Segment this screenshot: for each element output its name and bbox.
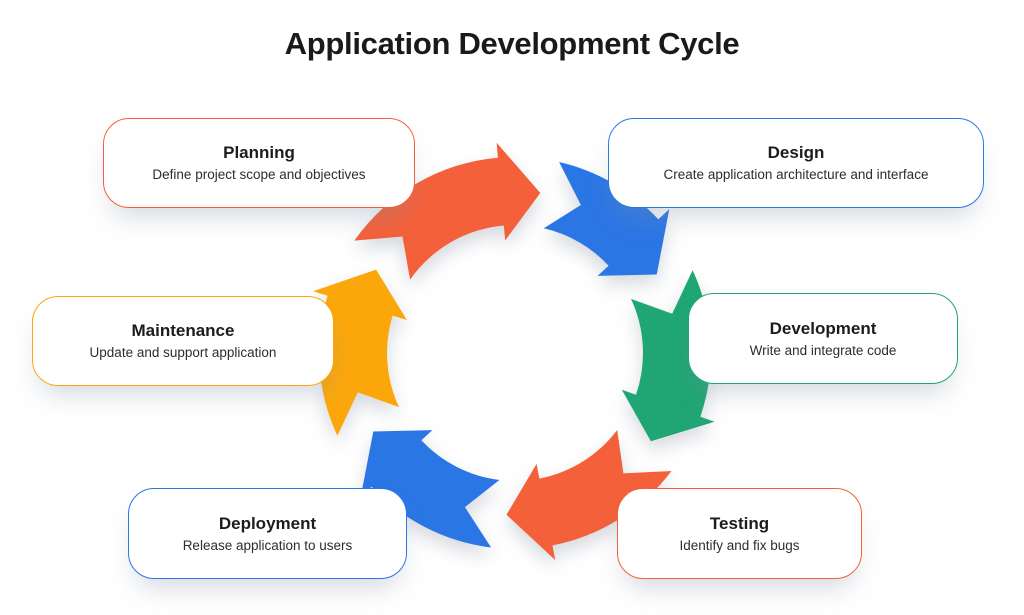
stage-card-testing: Testing Identify and fix bugs — [617, 488, 862, 579]
stage-desc-planning: Define project scope and objectives — [152, 167, 366, 183]
stage-card-design: Design Create application architecture a… — [608, 118, 984, 208]
stage-card-maintenance: Maintenance Update and support applicati… — [32, 296, 334, 386]
ring-segment-design — [543, 162, 670, 276]
stage-card-development: Development Write and integrate code — [688, 293, 958, 384]
stage-desc-design: Create application architecture and inte… — [663, 167, 929, 183]
stage-title-planning: Planning — [223, 143, 295, 163]
ring-segment-testing — [506, 430, 672, 561]
stage-desc-deployment: Release application to users — [182, 537, 353, 553]
stage-desc-development: Write and integrate code — [749, 342, 897, 358]
stage-card-deployment: Deployment Release application to users — [128, 488, 407, 579]
stage-desc-testing: Identify and fix bugs — [679, 537, 800, 553]
stage-title-design: Design — [767, 143, 825, 163]
stage-title-development: Development — [769, 318, 877, 338]
stage-desc-maintenance: Update and support application — [89, 345, 277, 361]
ring-segment-maintenance — [313, 269, 407, 436]
stage-card-planning: Planning Define project scope and object… — [103, 118, 415, 208]
stage-title-deployment: Deployment — [218, 513, 317, 533]
page-title: Application Development Cycle — [284, 26, 740, 61]
stage-title-maintenance: Maintenance — [131, 321, 235, 341]
ring-segment-planning — [354, 142, 541, 280]
ring-segment-deployment — [360, 430, 500, 548]
stage-title-testing: Testing — [709, 513, 770, 533]
